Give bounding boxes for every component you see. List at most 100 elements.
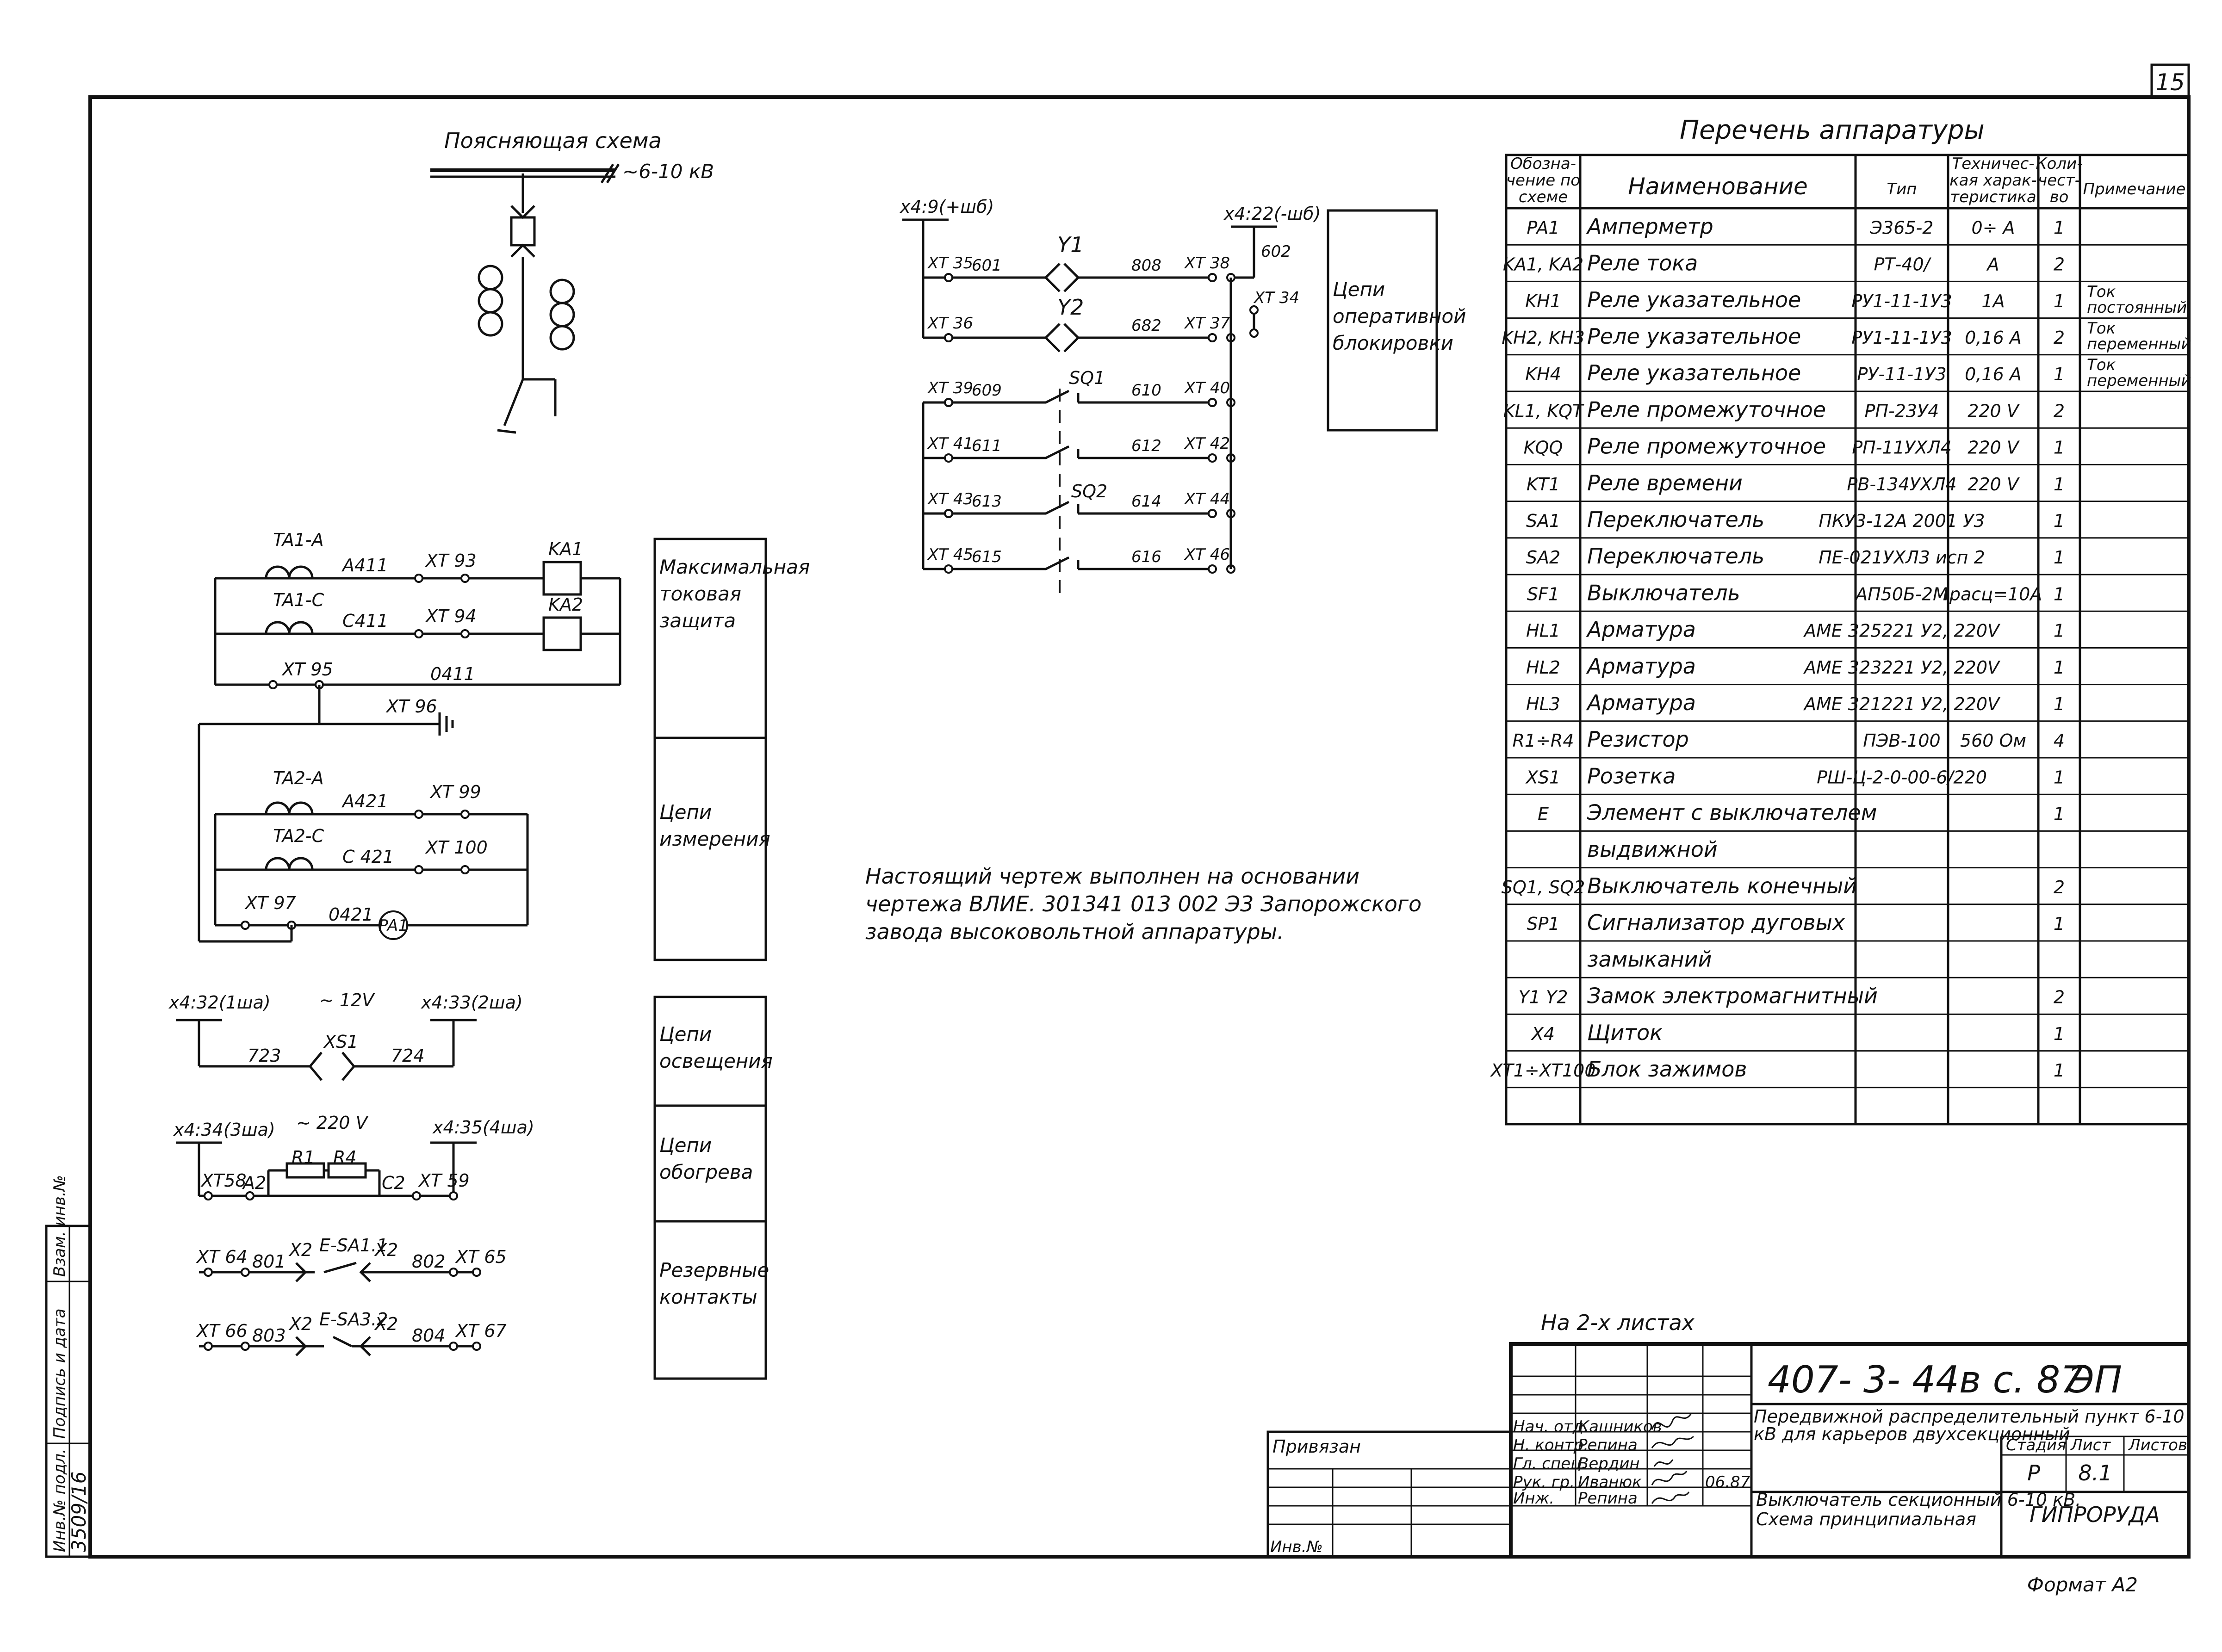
table-cell: РВ-134УХЛ4: [1847, 474, 1956, 495]
block-reserve: [653, 1220, 767, 1380]
table-cell: E: [1538, 804, 1549, 824]
table-cell: KH2, KH3: [1502, 328, 1585, 348]
interlock-wire-b: 808: [1131, 256, 1161, 275]
signature-1: [1651, 1435, 1694, 1448]
table-cell: 1: [2054, 291, 2065, 311]
table-cell: РП-11УХЛ4: [1852, 438, 1952, 458]
title-sheet-header: Лист: [2070, 1436, 2111, 1454]
table-cell: РТ-40/: [1874, 254, 1932, 275]
table-cell: АП50Б-2М: [1854, 584, 1948, 604]
table-cell: Реле указательное: [1587, 360, 1801, 385]
label-y1: Y1: [1057, 232, 1084, 257]
title-date: 06.87: [1705, 1473, 1750, 1491]
reserve-contacts: XT 64 801 X2 E-SA1.1 X2 802 XT 65 XT 66 …: [196, 1235, 507, 1356]
label-xt99: XT 99: [429, 782, 481, 802]
table-cell: Реле промежуточное: [1587, 434, 1826, 459]
interlock-left-terminal: XT 41: [927, 434, 973, 453]
label-a421: A421: [341, 791, 388, 811]
interlock-wire-b: 682: [1131, 316, 1161, 335]
label-x4-32: x4:32(1ша): [168, 992, 271, 1013]
table-cell: SA2: [1526, 547, 1560, 568]
table-cell: Реле тока: [1587, 251, 1698, 276]
label-c421: C 421: [342, 847, 394, 867]
label-xt66: XT 66: [196, 1321, 248, 1341]
table-cell: KH1: [1525, 291, 1561, 311]
format-label: Формат А2: [2027, 1573, 2138, 1596]
heating-circuit: x4:34(3ша) ~ 220 V x4:35(4ша) XT58 A2 R1…: [173, 1113, 534, 1200]
table-cell: SP1: [1527, 914, 1559, 934]
table-cell: Э365-2: [1870, 217, 1934, 238]
label-xt97: XT 97: [244, 893, 296, 913]
label-ka2: KA2: [548, 594, 583, 615]
table-cell: Выключатель: [1587, 580, 1740, 605]
table-cell: 1: [2054, 804, 2065, 824]
title-name-0: Кашников: [1578, 1417, 1662, 1436]
label-xt67: XT 67: [455, 1321, 507, 1341]
label-x2-d: X2: [374, 1314, 398, 1334]
on-sheets-label: На 2-х листах: [1541, 1310, 1695, 1335]
interlock-right-terminal: XT 37: [1184, 314, 1230, 333]
block-interlock: [1327, 209, 1438, 432]
table-cell: выдвижной: [1587, 837, 1718, 862]
table-cell: 1: [2054, 621, 2065, 641]
table-cell: 0,16 А: [1965, 328, 2022, 348]
table-cell: 2: [2054, 877, 2065, 897]
table-cell: Розетка: [1587, 763, 1676, 788]
table-cell: 1: [2054, 547, 2065, 568]
label-ta1c: TA1-C: [273, 590, 324, 610]
table-cell: Сигнализатор дуговых: [1587, 910, 1845, 935]
label-xt100: XT 100: [425, 837, 488, 858]
apparatus-title: Перечень аппаратуры: [1680, 115, 1985, 145]
title-code: 407- 3- 44в с. 87: [1768, 1358, 2084, 1401]
table-cell: Переключатель: [1587, 544, 1764, 569]
title-project: Передвижной распределительный пункт 6-10…: [1754, 1406, 2185, 1444]
label-xt58: XT58: [200, 1170, 247, 1191]
label-xt96: XT 96: [385, 696, 437, 717]
table-cell: РШ-Ц-2-0-00-6/220: [1817, 767, 1987, 787]
label-602: 602: [1261, 242, 1291, 261]
table-cell: KL1, KQT: [1503, 401, 1584, 421]
note-line2: чертежа ВЛИЕ. 301341 013 002 Э3 Запорожс…: [865, 891, 1421, 916]
table-cell: 1: [2054, 438, 2065, 458]
table-cell: 220 V: [1968, 474, 2020, 495]
block-measurement: [653, 736, 767, 961]
interlock-wire-b: 614: [1131, 492, 1161, 511]
table-header: Тип: [1887, 180, 1917, 198]
note-line1: Настоящий чертеж выполнен на основании: [865, 864, 1359, 889]
table-cell: 1: [2054, 217, 2065, 238]
title-drawing: Выключатель секционный 6-10 кВ.Схема при…: [1756, 1490, 2081, 1529]
title-role-3: Рук. гр.: [1513, 1473, 1575, 1491]
table-cell: ПЕ-021УХЛ3 исп 2: [1819, 547, 1985, 568]
side-sign-label: Подпись и дата: [50, 1308, 69, 1439]
label-a2: A2: [242, 1173, 266, 1193]
table-cell: Реле времени: [1587, 470, 1743, 495]
title-privyazan: Привязан: [1272, 1436, 1361, 1457]
table-cell: KQQ: [1524, 438, 1563, 458]
table-cell: Элемент с выключателем: [1587, 800, 1877, 825]
table-cell: KA1, KA2: [1503, 254, 1583, 275]
label-801: 801: [252, 1251, 286, 1272]
title-name-4: Репина: [1578, 1489, 1638, 1508]
table-cell: Резистор: [1587, 727, 1689, 752]
label-ka1: KA1: [548, 539, 583, 559]
title-block: Привязан Инв.№ 407- 3- 44в с. 87 ЭП Пере…: [1266, 1342, 2191, 1559]
table-cell: замыканий: [1587, 947, 1712, 971]
table-cell: Арматура: [1586, 654, 1696, 679]
interlock-wire-b: 610: [1131, 381, 1161, 400]
table-cell: HL1: [1526, 621, 1560, 641]
table-cell: Щиток: [1587, 1020, 1663, 1045]
label-724: 724: [391, 1046, 425, 1066]
table-header: Примечание: [2083, 180, 2186, 198]
label-xt64: XT 64: [196, 1247, 248, 1267]
table-cell: АМЕ 323221 У2, 220V: [1803, 657, 2001, 678]
table-cell: 2: [2054, 328, 2065, 348]
